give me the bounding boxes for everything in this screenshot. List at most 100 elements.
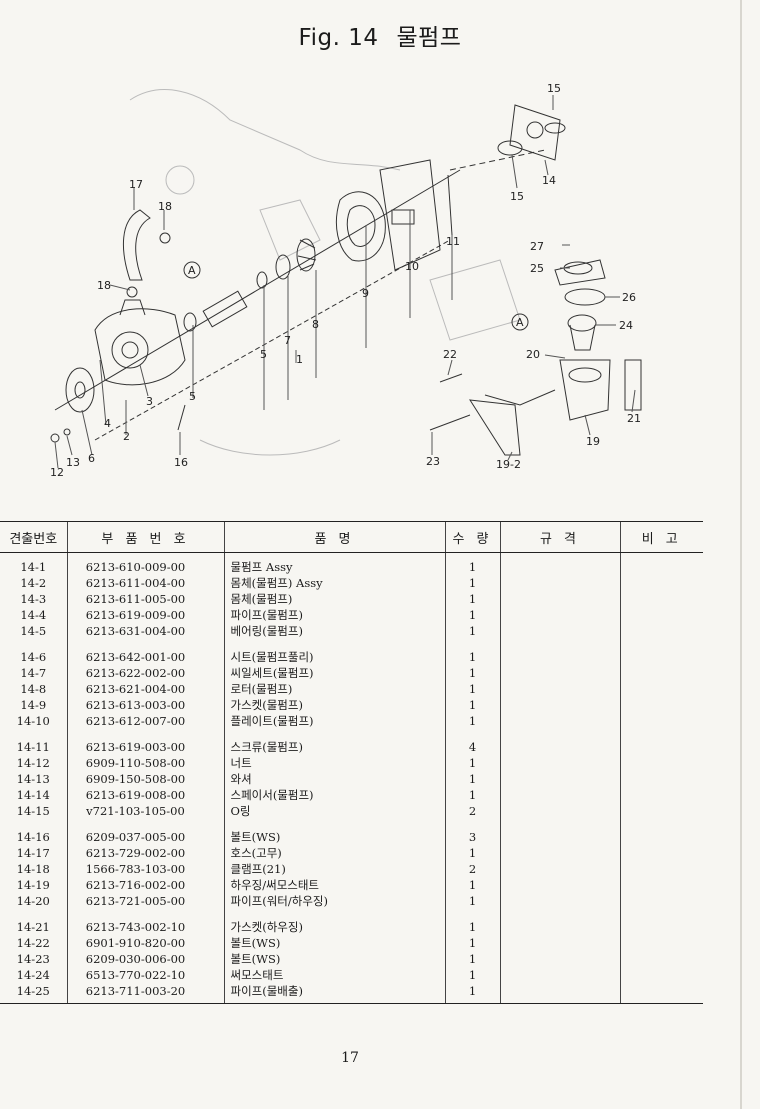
- cell-part-name: 호스(고무): [223, 845, 445, 861]
- marker-a-right-label: A: [516, 316, 524, 329]
- cell-spec: [499, 649, 620, 665]
- cell-part-number: 6209-037-005-00: [66, 829, 224, 845]
- cell-quantity: 1: [444, 575, 500, 591]
- cell-index-no: 14-13: [16, 772, 50, 786]
- cell-index-no: 14-10: [16, 714, 50, 728]
- cell-spec: [499, 877, 620, 893]
- pulley-seat-ring: [275, 254, 291, 280]
- nut: [50, 433, 60, 443]
- cell-index-no: 14-9: [20, 698, 47, 712]
- seal-set: [256, 271, 268, 289]
- cell-part-number: 6213-721-005-00: [66, 893, 224, 909]
- cell-quantity: 1: [444, 771, 500, 787]
- cell-part-name: 가스켓(물펌프): [223, 697, 445, 713]
- callout-22: 22: [443, 348, 457, 361]
- cell-spec: [499, 607, 620, 623]
- callout-26: 26: [622, 291, 636, 304]
- spacer-assembly: [509, 104, 561, 161]
- cell-quantity: 2: [444, 861, 500, 877]
- cell-part-name: 스크류(물펌프): [223, 739, 445, 755]
- header-part-number: 부 품 번 호: [66, 521, 224, 553]
- cell-remarks: [619, 951, 703, 967]
- callout-6: 6: [88, 452, 95, 465]
- cell-remarks: [619, 803, 703, 819]
- cell-remarks: [619, 552, 703, 575]
- cell-quantity: 1: [444, 893, 500, 909]
- spacer-cell: [66, 909, 224, 919]
- cell-spec: [499, 771, 620, 787]
- cell-remarks: [619, 877, 703, 893]
- spacer-cell: [66, 729, 224, 739]
- spacer-cell: [0, 639, 67, 649]
- cell-quantity: 1: [444, 649, 500, 665]
- cell-part-number: 6213-743-002-10: [66, 919, 224, 935]
- callout-9: 9: [362, 287, 369, 300]
- cell-part-number: 6213-611-004-00: [66, 575, 224, 591]
- cell-remarks: [619, 697, 703, 713]
- spacer-cell: [444, 819, 500, 829]
- cell-index-no: 14-23: [16, 952, 50, 966]
- callout-21: 21: [627, 412, 641, 425]
- callout-14: 14: [542, 174, 556, 187]
- cell-part-name: 몸체(물펌프): [223, 591, 445, 607]
- callout-3: 3: [146, 395, 153, 408]
- marker-a-left-label: A: [188, 264, 196, 277]
- spacer-cell: [223, 729, 445, 739]
- cell-part-name: 물펌프 Assy: [223, 552, 445, 575]
- cell-part-number: 6213-612-007-00: [66, 713, 224, 729]
- cell-part-number: v721-103-105-00: [66, 803, 224, 819]
- cell-part-name: 씨일세트(물펌프): [223, 665, 445, 681]
- cell-part-number: 6209-030-006-00: [66, 951, 224, 967]
- cell-remarks: [619, 755, 703, 771]
- cell-quantity: 1: [444, 983, 500, 1004]
- cell-part-name: 클램프(21): [223, 861, 445, 877]
- cell-remarks: [619, 575, 703, 591]
- pump-body: [94, 299, 186, 386]
- cell-part-name: 베어링(물펌프): [223, 623, 445, 639]
- callout-17: 17: [129, 178, 143, 191]
- spacer-cell: [0, 729, 67, 739]
- cell-part-name: 볼트(WS): [223, 935, 445, 951]
- cell-spec: [499, 623, 620, 639]
- cell-quantity: 1: [444, 951, 500, 967]
- cell-quantity: 1: [444, 919, 500, 935]
- spacer-cell: [223, 909, 445, 919]
- bolt-23: [429, 414, 471, 431]
- cell-spec: [499, 755, 620, 771]
- leader-lines: [54, 95, 636, 469]
- cell-remarks: [619, 649, 703, 665]
- cell-spec: [499, 951, 620, 967]
- cell-remarks: [619, 983, 703, 1004]
- cell-quantity: 1: [444, 552, 500, 575]
- cell-quantity: 1: [444, 697, 500, 713]
- cell-part-number: 6213-619-009-00: [66, 607, 224, 623]
- cell-index-no: 14-1: [20, 560, 47, 574]
- cell-quantity: 1: [444, 845, 500, 861]
- spacer-cell: [619, 729, 703, 739]
- cell-quantity: 1: [444, 935, 500, 951]
- figure-number: Fig. 14: [298, 25, 379, 51]
- spacer-cell: [66, 819, 224, 829]
- cell-part-name: 볼트(WS): [223, 951, 445, 967]
- header-remarks: 비 고: [619, 521, 703, 553]
- thermostat-housing: [559, 359, 611, 421]
- cell-remarks: [619, 623, 703, 639]
- rotor: [296, 238, 317, 272]
- cell-quantity: 1: [444, 713, 500, 729]
- cell-part-number: 6213-610-009-00: [66, 552, 224, 575]
- cell-part-name: 파이프(워터/하우징): [223, 893, 445, 909]
- cell-remarks: [619, 681, 703, 697]
- cell-spec: [499, 575, 620, 591]
- pump-gasket: [335, 191, 386, 262]
- cell-part-number: 6901-910-820-00: [66, 935, 224, 951]
- spacer-cell: [444, 909, 500, 919]
- callout-labels: 15 14 15 17 18 11 10 9 8 7 5 1 27 25 26 …: [50, 82, 641, 479]
- callout-16: 16: [174, 456, 188, 469]
- housing-gasket: [624, 359, 642, 411]
- cell-part-number: 6909-150-508-00: [66, 771, 224, 787]
